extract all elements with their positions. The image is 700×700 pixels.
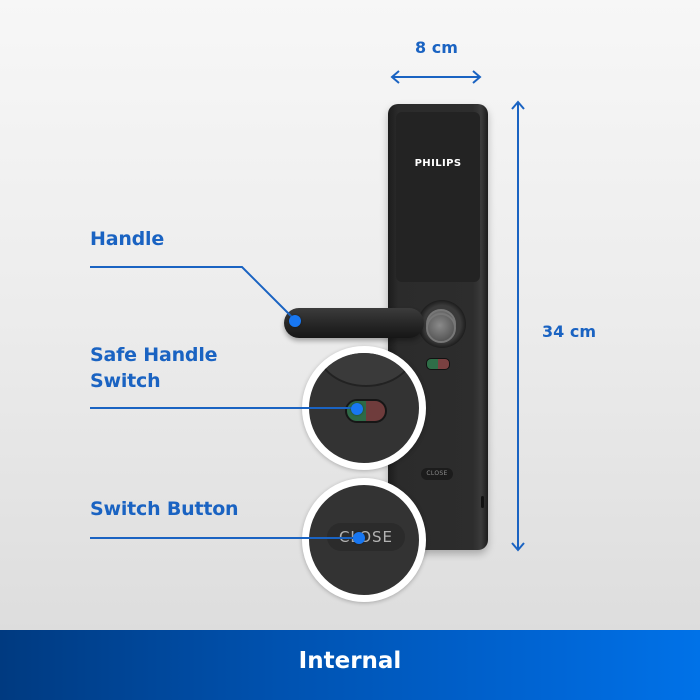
side-notch (481, 496, 484, 508)
callout-safe-switch-leader (90, 407, 355, 409)
handle-lever (284, 308, 424, 338)
callout-handle-label: Handle (90, 228, 165, 250)
close-button-detail: CLOSE (327, 523, 405, 551)
callout-handle-leader (90, 266, 296, 321)
width-arrow-icon (390, 70, 482, 84)
safe-handle-switch-detail (345, 399, 387, 423)
lock-top-panel: PHILIPS (396, 112, 480, 282)
switch-button-zoom-circle: CLOSE (302, 478, 426, 602)
callout-handle-dot (289, 315, 301, 327)
handle-knob-cap (426, 313, 456, 343)
footer-banner: Internal (0, 630, 700, 700)
height-dimension-label: 34 cm (542, 322, 596, 341)
safe-handle-switch (426, 358, 450, 370)
rosette-detail (317, 353, 415, 387)
height-arrow-icon (511, 100, 525, 552)
width-dimension-label: 8 cm (415, 38, 458, 57)
callout-switch-button-label: Switch Button (90, 498, 239, 520)
close-button: CLOSE (421, 468, 453, 480)
brand-logo: PHILIPS (414, 158, 462, 169)
callout-safe-switch-dot (351, 403, 363, 415)
callout-switch-button-leader (90, 537, 360, 539)
footer-title: Internal (298, 648, 402, 674)
callout-switch-button-dot (353, 532, 365, 544)
callout-safe-switch-label: Safe Handle Switch (90, 344, 218, 392)
